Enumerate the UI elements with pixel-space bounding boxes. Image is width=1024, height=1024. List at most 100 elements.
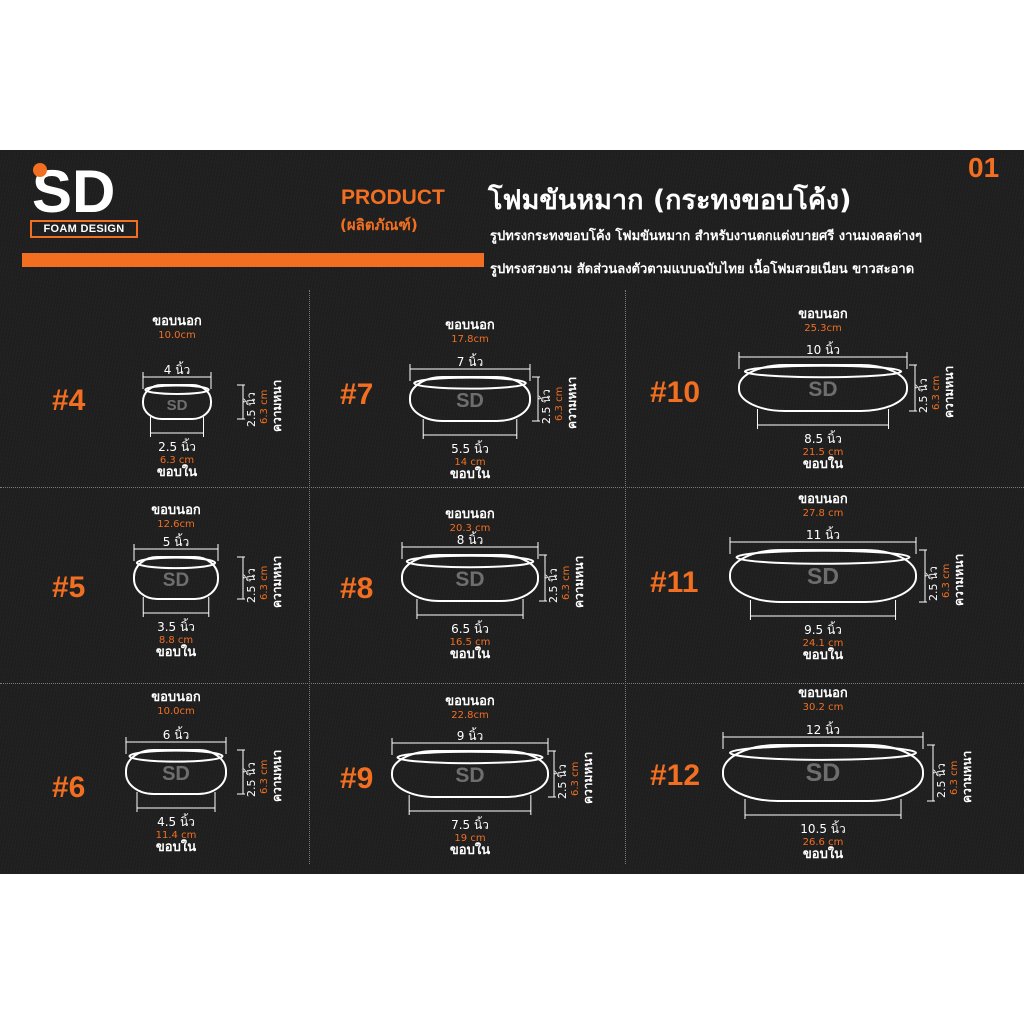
bowl-watermark-logo: SD	[455, 764, 484, 787]
inner-size-cm: 24.1 cm	[803, 638, 844, 649]
description-line-2: รูปทรงสวยงาม สัดส่วนลงตัวตามแบบฉบับไทย เ…	[490, 262, 915, 277]
bowl-rim	[144, 384, 210, 396]
thickness-cm: 6.3 cm	[931, 376, 942, 410]
thickness-inch: 2.5 นิ้ว	[554, 764, 569, 799]
logo-wordmark: FOAM DESIGN	[30, 220, 138, 238]
outer-size-cm: 30.2 cm	[803, 702, 844, 713]
product-number: #4	[52, 384, 86, 417]
outer-edge-label: ขอบนอก	[798, 307, 848, 322]
outer-edge-label: ขอบนอก	[445, 318, 495, 333]
sd-logo-icon: SD	[32, 160, 115, 218]
product-label-thai: (ผลิตภัณฑ์)	[340, 216, 418, 234]
thickness-cm: 6.3 cm	[949, 761, 960, 795]
inner-edge-label: ขอบใน	[450, 841, 490, 858]
thickness-label: ความหนา	[270, 556, 284, 608]
thickness-inch: 2.5 นิ้ว	[915, 378, 930, 413]
thickness-label: ความหนา	[581, 752, 595, 804]
inner-edge-label: ขอบใน	[803, 646, 843, 663]
inner-size-cm: 6.3 cm	[160, 455, 194, 466]
outer-size-cm: 10.0cm	[158, 330, 196, 341]
thickness-inch: 2.5 นิ้ว	[243, 568, 258, 603]
thickness-inch: 2.5 นิ้ว	[925, 566, 940, 601]
thickness-label: ความหนา	[960, 751, 974, 803]
outer-size-inch: 8 นิ้ว	[457, 531, 483, 547]
inner-size-cm: 11.4 cm	[156, 830, 197, 841]
inner-size-inch: 2.5 นิ้ว	[158, 438, 196, 454]
bowl-rim	[135, 556, 217, 570]
inner-size-inch: 4.5 นิ้ว	[157, 813, 195, 829]
outer-size-cm: 20.3 cm	[450, 523, 491, 534]
column-divider	[625, 290, 626, 864]
product-number: #5	[52, 571, 85, 604]
bowl-watermark-logo: SD	[163, 570, 189, 591]
outer-size-inch: 9 นิ้ว	[457, 727, 483, 743]
column-divider	[309, 290, 310, 864]
bowl-rim	[396, 750, 544, 765]
outer-edge-label: ขอบนอก	[152, 314, 202, 329]
outer-edge-label: ขอบนอก	[798, 686, 848, 701]
thickness-cm: 6.3 cm	[941, 564, 952, 598]
product-number: #11	[650, 566, 698, 599]
product-number: #10	[650, 376, 700, 409]
page-title: โฟมขันหมาก (กระทงขอบโค้ง)	[488, 185, 852, 216]
outer-size-inch: 5 นิ้ว	[163, 533, 189, 549]
bowl-watermark-logo: SD	[806, 759, 841, 787]
outer-size-cm: 22.8cm	[451, 710, 489, 721]
outer-size-inch: 12 นิ้ว	[806, 721, 840, 737]
inner-edge-label: ขอบใน	[450, 645, 490, 662]
outer-size-cm: 25.3cm	[804, 323, 842, 334]
thickness-label: ความหนา	[572, 556, 586, 608]
product-number: #9	[340, 762, 373, 795]
inner-edge-label: ขอบใน	[803, 455, 843, 472]
thickness-inch: 2.5 นิ้ว	[545, 568, 560, 603]
page-number: 01	[968, 152, 1000, 183]
inner-edge-label: ขอบใน	[157, 463, 197, 480]
outer-edge-label: ขอบนอก	[151, 503, 201, 518]
thickness-inch: 2.5 นิ้ว	[933, 763, 948, 798]
bowl-watermark-logo: SD	[808, 378, 837, 401]
inner-size-cm: 19 cm	[454, 833, 485, 844]
inner-size-inch: 6.5 นิ้ว	[451, 620, 489, 636]
inner-size-inch: 3.5 นิ้ว	[157, 618, 195, 634]
thickness-cm: 6.3 cm	[561, 566, 572, 600]
inner-size-inch: 10.5 นิ้ว	[800, 820, 845, 836]
description-line-1: รูปทรงกระทงขอบโค้ง โฟมขันหมาก สำหรับงานต…	[490, 229, 922, 244]
outer-edge-label: ขอบนอก	[151, 690, 201, 705]
outer-edge-label: ขอบนอก	[798, 492, 848, 507]
accent-bar	[22, 253, 484, 267]
bowl-rim	[729, 744, 917, 761]
inner-size-cm: 8.8 cm	[159, 635, 193, 646]
thickness-label: ความหนา	[952, 554, 966, 606]
inner-size-inch: 5.5 นิ้ว	[451, 440, 489, 456]
bowl-watermark-logo: SD	[162, 763, 190, 785]
product-number: #7	[340, 378, 373, 411]
inner-size-cm: 14 cm	[454, 457, 485, 468]
thickness-inch: 2.5 นิ้ว	[243, 392, 258, 427]
inner-edge-label: ขอบใน	[156, 838, 196, 855]
outer-size-inch: 10 นิ้ว	[806, 341, 840, 357]
inner-edge-label: ขอบใน	[803, 845, 843, 862]
bowl-rim	[413, 376, 527, 390]
outer-edge-label: ขอบนอก	[445, 694, 495, 709]
bowl-watermark-logo: SD	[456, 390, 484, 412]
inner-size-inch: 9.5 นิ้ว	[804, 621, 842, 637]
thickness-label: ความหนา	[270, 750, 284, 802]
row-divider	[0, 487, 1024, 488]
thickness-cm: 6.3 cm	[554, 387, 565, 421]
outer-size-cm: 27.8 cm	[803, 508, 844, 519]
bowl-rim	[405, 554, 535, 569]
bowl-rim	[743, 364, 903, 379]
product-sheet-panel	[0, 150, 1024, 874]
bowl-rim	[128, 749, 224, 763]
thickness-inch: 2.5 นิ้ว	[243, 762, 258, 797]
inner-size-inch: 8.5 นิ้ว	[804, 430, 842, 446]
outer-size-cm: 10.0cm	[157, 706, 195, 717]
bowl-watermark-logo: SD	[167, 397, 188, 414]
thickness-cm: 6.3 cm	[259, 566, 270, 600]
outer-size-cm: 12.6cm	[157, 519, 195, 530]
outer-size-inch: 4 นิ้ว	[164, 361, 190, 377]
product-label: PRODUCT	[341, 186, 445, 209]
product-number: #12	[650, 759, 700, 792]
outer-size-inch: 11 นิ้ว	[806, 526, 840, 542]
